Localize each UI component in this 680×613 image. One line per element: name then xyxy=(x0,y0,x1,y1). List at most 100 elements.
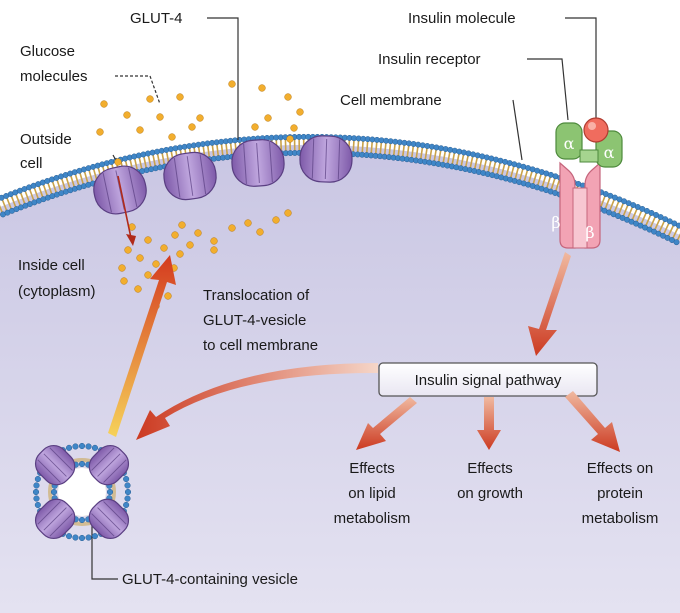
glucose-molecule xyxy=(188,123,196,131)
glucose-molecule xyxy=(136,254,144,262)
glucose-label-line2: molecules xyxy=(20,68,88,85)
glucose-molecule xyxy=(228,224,236,232)
beta-symbol-left: β xyxy=(551,213,560,232)
inside-cell-label-line1: Inside cell xyxy=(18,257,85,274)
vesicle-lipid-head xyxy=(33,495,40,502)
vesicle-lipid-head xyxy=(123,475,130,483)
vesicle-lipid-head xyxy=(85,534,92,541)
vesicle-lipid-head xyxy=(33,482,40,489)
vesicle-lipid-head xyxy=(72,534,79,541)
translocation-label-line2: GLUT-4-vesicle xyxy=(203,312,306,329)
glucose-molecule xyxy=(284,93,292,101)
glucose-molecule xyxy=(186,241,194,249)
glut4-transporters xyxy=(93,135,353,215)
outside-cell-label-line2: cell xyxy=(20,155,43,172)
vesicle-label: GLUT-4-containing vesicle xyxy=(122,571,298,588)
lipid-effect-arrow xyxy=(356,397,417,450)
pathway-to-vesicle-arrow xyxy=(136,363,378,440)
vesicle-lipid-head xyxy=(124,495,131,502)
cell-membrane-label: Cell membrane xyxy=(340,92,442,109)
vesicle-lipid-head xyxy=(65,533,73,540)
lipid-effect-label-line1: Effects xyxy=(349,460,395,477)
vesicle-lipid-head xyxy=(65,444,73,451)
receptor-alpha-left xyxy=(555,122,583,160)
growth-effect-arrow xyxy=(477,397,501,450)
glucose-transport-arrowhead xyxy=(126,234,136,246)
glucose-molecule xyxy=(176,250,184,258)
vesicle-lipid-head xyxy=(124,482,131,489)
glucose-molecule xyxy=(286,135,294,143)
protein-effect-arrow xyxy=(565,391,620,452)
glucose-molecule xyxy=(251,123,259,131)
growth-effect-label-line2: on growth xyxy=(457,485,523,502)
receptor-to-pathway-arrow xyxy=(528,252,571,356)
glucose-molecule xyxy=(178,221,186,229)
glut4-transporter-4 xyxy=(299,135,353,183)
insulin-receptor: α α β β xyxy=(551,117,623,249)
glucose-molecule xyxy=(210,246,218,254)
glucose-molecule xyxy=(258,84,266,92)
vesicle-lipid-head xyxy=(78,442,86,450)
glucose-molecule xyxy=(272,216,280,224)
insulin-molecule-label: Insulin molecule xyxy=(408,10,516,27)
glucose-molecule xyxy=(228,80,236,88)
insulin-signal-pathway-box xyxy=(378,362,598,397)
glucose-transport-arrow xyxy=(117,175,132,239)
glucose-molecule xyxy=(168,133,176,141)
outside-cell-label-line1: Outside xyxy=(20,131,72,148)
glucose-molecule xyxy=(100,100,108,108)
glut4-transporter-1 xyxy=(93,165,147,215)
lipid-effect-label-line2: on lipid xyxy=(348,485,396,502)
translocation-arrow xyxy=(108,255,176,437)
translocation-label-line1: Translocation of xyxy=(203,287,310,304)
glucose-molecule xyxy=(196,114,204,122)
alpha-symbol-left: α xyxy=(564,134,575,153)
translocation-label-line3: to cell membrane xyxy=(203,337,318,354)
vesicle-lipid-head xyxy=(91,533,99,540)
glucose-molecule xyxy=(244,219,252,227)
glucose-molecule xyxy=(176,93,184,101)
vesicle-lipid-head xyxy=(85,443,92,450)
glucose-molecule xyxy=(210,237,218,245)
glucose-molecule xyxy=(146,95,154,103)
vesicle-lipid-head xyxy=(78,516,86,524)
insulin-molecule xyxy=(583,117,609,143)
glucose-molecule xyxy=(134,285,142,293)
vesicle-lipid-head xyxy=(124,488,132,496)
glucose-molecule xyxy=(123,111,131,119)
glucose-molecule xyxy=(118,264,126,272)
vesicle-glut4-2 xyxy=(88,498,130,540)
glucose-molecule xyxy=(164,292,172,300)
glucose-molecule xyxy=(156,113,164,121)
insulin-signal-pathway-label: Insulin signal pathway xyxy=(415,372,562,389)
glucose-molecule xyxy=(144,271,152,279)
insulin-receptor-label: Insulin receptor xyxy=(378,51,481,68)
glut4-label: GLUT-4 xyxy=(130,10,183,27)
glucose-label-line1: Glucose xyxy=(20,43,75,60)
vesicle-outer-tail xyxy=(48,458,116,526)
growth-effect-label-line1: Effects xyxy=(467,460,513,477)
glucose-molecule xyxy=(114,158,122,166)
vesicle-lipid-head xyxy=(32,488,40,496)
protein-effect-label-line3: metabolism xyxy=(582,510,659,527)
protein-effect-label-line2: protein xyxy=(597,485,643,502)
glucose-molecule xyxy=(296,108,304,116)
vesicle-glut4-4 xyxy=(34,444,76,486)
beta-symbol-right: β xyxy=(585,223,594,242)
lipid-effect-label-line3: metabolism xyxy=(334,510,411,527)
glucose-molecule xyxy=(264,114,272,122)
glucose-molecules xyxy=(96,80,304,310)
vesicle-lipid-head xyxy=(50,488,58,496)
vesicle-lumen xyxy=(58,468,106,516)
glucose-molecule xyxy=(120,277,128,285)
vesicle-lipid-head xyxy=(91,444,99,451)
glucose-molecule xyxy=(290,124,298,132)
vesicle-lipid-head xyxy=(34,501,41,509)
vesicle-glut4-3 xyxy=(34,498,76,540)
glucose-molecule xyxy=(194,229,202,237)
glucose-molecule xyxy=(124,246,132,254)
glut4-transporter-2 xyxy=(163,151,217,201)
vesicle-lipid-head xyxy=(78,460,86,468)
protein-effect-label-line1: Effects on xyxy=(587,460,653,477)
